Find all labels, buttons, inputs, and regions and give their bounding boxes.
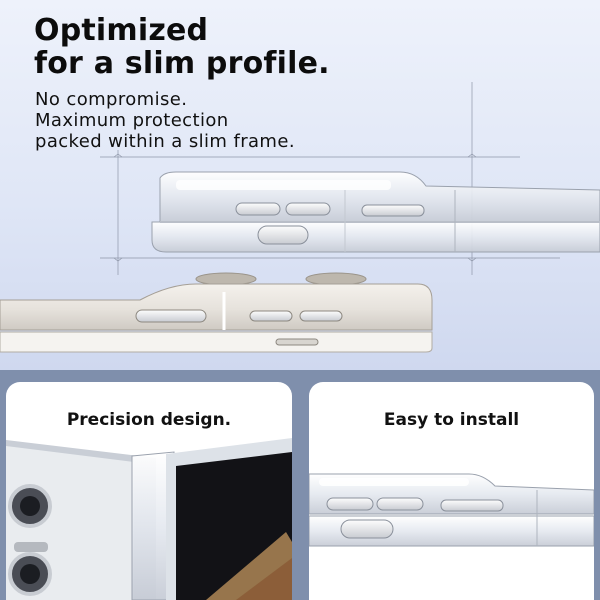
dimension-guide-lines — [100, 82, 560, 275]
precision-design-title: Precision design. — [66, 410, 232, 430]
folded-phone-case-top — [151, 171, 600, 253]
easy-install-title: Easy to install — [383, 410, 520, 430]
precision-design-illustration — [6, 438, 292, 600]
case-side-closeup — [309, 473, 594, 547]
easy-install-card: Easy to install — [309, 382, 594, 600]
hinge-closeup — [6, 438, 292, 600]
easy-install-illustration — [309, 473, 594, 547]
hero-headline: Optimized for a slim profile. — [34, 13, 330, 81]
phone-side-profile — [0, 272, 433, 353]
hero-banner: Optimized for a slim profile. No comprom… — [0, 0, 600, 370]
slim-profile-illustration — [0, 82, 600, 353]
hero-subtext: No compromise. Maximum protection packed… — [35, 89, 295, 152]
precision-design-card: Precision design. — [6, 382, 292, 600]
